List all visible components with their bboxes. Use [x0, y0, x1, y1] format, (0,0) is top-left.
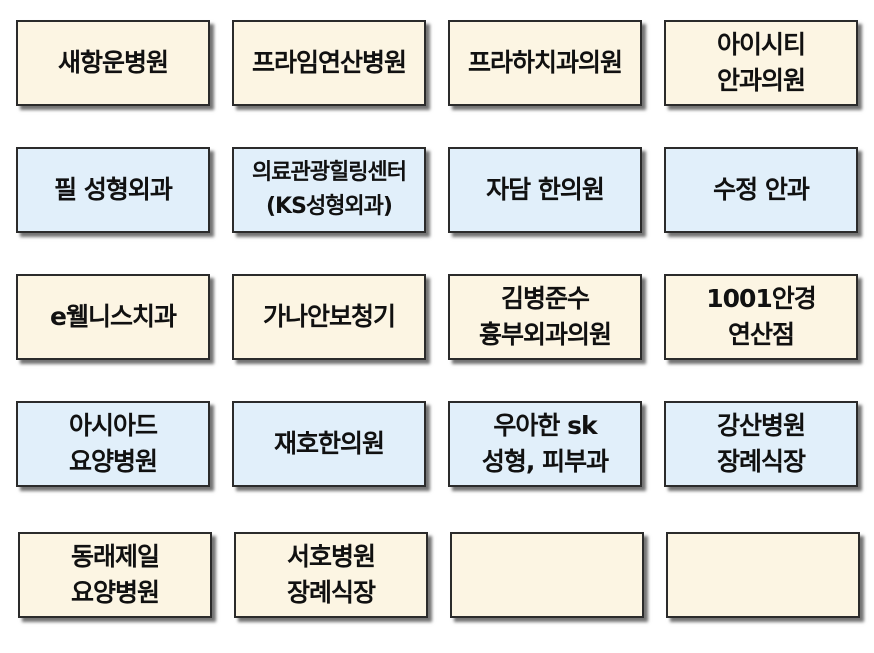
card-8-label: 수정 안과 [713, 175, 810, 204]
card-14-label: 재호한의원 [273, 429, 385, 458]
card-15: 우아한 sk 성형, 피부과 [448, 401, 642, 487]
card-11-label: 김병준수 흉부외과의원 [478, 284, 612, 349]
card-12: 1001안경 연산점 [664, 274, 858, 360]
card-18: 서호병원 장례식장 [234, 532, 428, 618]
card-7-label: 자담 한의원 [486, 175, 605, 204]
card-6-label: 의료관광힐링센터 (KS성형외과) [252, 160, 407, 219]
card-11: 김병준수 흉부외과의원 [448, 274, 642, 360]
card-18-label: 서호병원 장례식장 [286, 542, 376, 607]
card-10: 가나안보청기 [232, 274, 426, 360]
card-3-label: 프라하치과의원 [467, 48, 623, 77]
card-12-label: 1001안경 연산점 [706, 284, 817, 349]
card-16-label: 강산병원 장례식장 [716, 411, 806, 476]
card-1-label: 새항운병원 [57, 48, 169, 77]
card-17: 동래제일 요양병원 [18, 532, 212, 618]
card-9-label: e웰니스치과 [50, 302, 177, 331]
card-2: 프라임연산병원 [232, 20, 426, 106]
card-3: 프라하치과의원 [448, 20, 642, 106]
card-20-empty [666, 532, 860, 618]
card-15-label: 우아한 sk 성형, 피부과 [481, 411, 609, 476]
card-4: 아이시티 안과의원 [664, 20, 858, 106]
card-17-label: 동래제일 요양병원 [70, 542, 160, 607]
card-2-label: 프라임연산병원 [251, 48, 407, 77]
card-5-label: 필 성형외과 [54, 175, 173, 204]
card-7: 자담 한의원 [448, 147, 642, 233]
card-4-label: 아이시티 안과의원 [716, 30, 806, 95]
card-6: 의료관광힐링센터 (KS성형외과) [232, 147, 426, 233]
card-16: 강산병원 장례식장 [664, 401, 858, 487]
card-13: 아시아드 요양병원 [16, 401, 210, 487]
card-1: 새항운병원 [16, 20, 210, 106]
card-9: e웰니스치과 [16, 274, 210, 360]
card-8: 수정 안과 [664, 147, 858, 233]
card-19-empty [450, 532, 644, 618]
card-14: 재호한의원 [232, 401, 426, 487]
card-10-label: 가나안보청기 [262, 302, 396, 331]
card-5: 필 성형외과 [16, 147, 210, 233]
card-13-label: 아시아드 요양병원 [68, 411, 158, 476]
